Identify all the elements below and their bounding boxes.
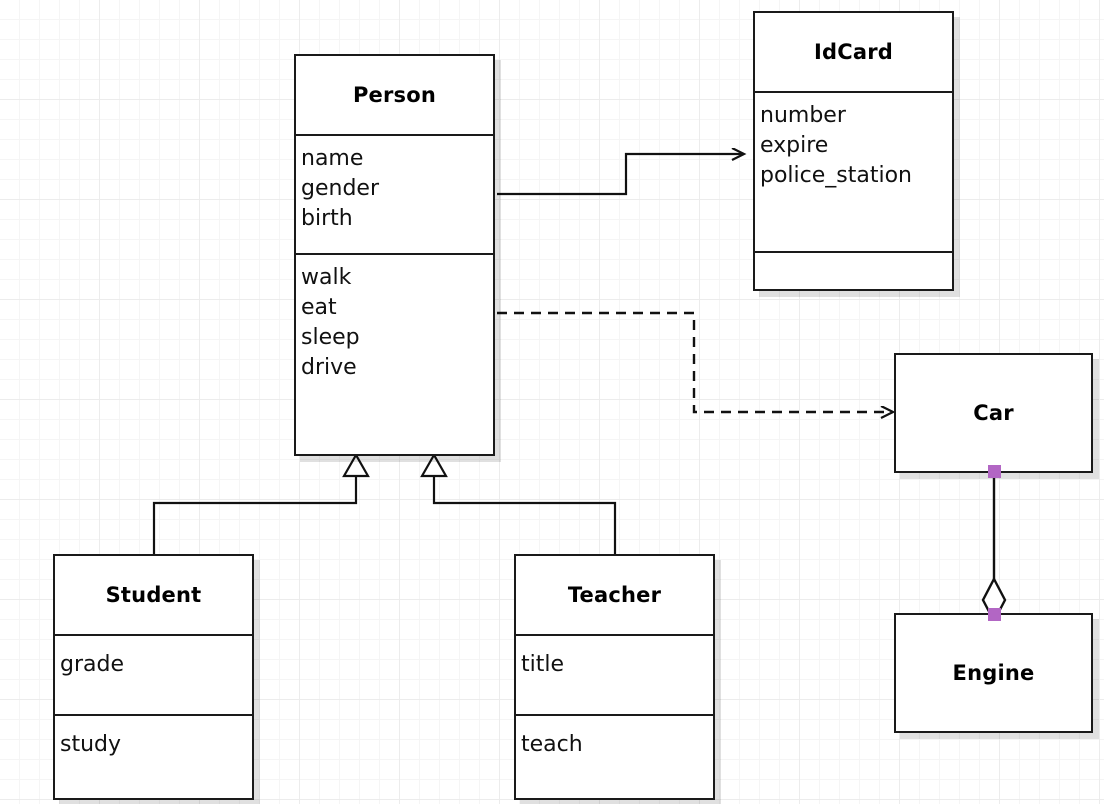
edge-person-car <box>497 311 893 412</box>
uml-class-car[interactable]: Car <box>894 353 1093 478</box>
attribute-item: expire <box>760 133 829 158</box>
connection-handle-engine-top[interactable] <box>987 608 1001 621</box>
class-name-student: Student <box>105 583 202 607</box>
attributes-compartment-teacher: title <box>516 634 713 714</box>
edge-person-idcard <box>497 154 744 196</box>
method-item: walk <box>301 265 352 290</box>
class-name-idcard: IdCard <box>813 40 894 64</box>
attributes-compartment-person: name gender birth <box>296 134 493 253</box>
method-item: sleep <box>301 325 360 350</box>
edge-student-person <box>152 452 370 554</box>
class-name-person: Person <box>352 83 437 107</box>
attribute-item: grade <box>60 652 124 677</box>
methods-compartment-idcard <box>755 251 952 289</box>
attribute-item: police_station <box>760 163 912 188</box>
method-item: study <box>60 732 122 757</box>
method-item: eat <box>301 295 337 320</box>
uml-class-engine[interactable]: Engine <box>894 608 1093 733</box>
class-name-engine: Engine <box>952 661 1035 685</box>
edge-teacher-person <box>420 452 617 554</box>
connection-handle-car-bottom[interactable] <box>987 465 1001 478</box>
attributes-compartment-idcard: number expire police_station <box>755 91 952 251</box>
methods-compartment-person: walk eat sleep drive <box>296 253 493 383</box>
attribute-item: gender <box>301 176 379 201</box>
attributes-compartment-student: grade <box>55 634 252 714</box>
attribute-item: name <box>301 146 364 171</box>
method-item: drive <box>301 355 357 380</box>
method-item: teach <box>521 732 583 757</box>
attribute-item: birth <box>301 206 353 231</box>
uml-class-student[interactable]: Student grade study <box>53 554 254 800</box>
class-name-teacher: Teacher <box>567 583 662 607</box>
uml-class-idcard[interactable]: IdCard number expire police_station <box>753 11 954 291</box>
edge-car-engine <box>981 473 1007 624</box>
attribute-item: number <box>760 103 846 128</box>
attribute-item: title <box>521 652 565 677</box>
uml-class-person[interactable]: Person name gender birth walk eat sleep … <box>294 54 495 456</box>
methods-compartment-student: study <box>55 714 252 760</box>
uml-class-teacher[interactable]: Teacher title teach <box>514 554 715 800</box>
class-name-car: Car <box>973 401 1014 425</box>
methods-compartment-teacher: teach <box>516 714 713 760</box>
